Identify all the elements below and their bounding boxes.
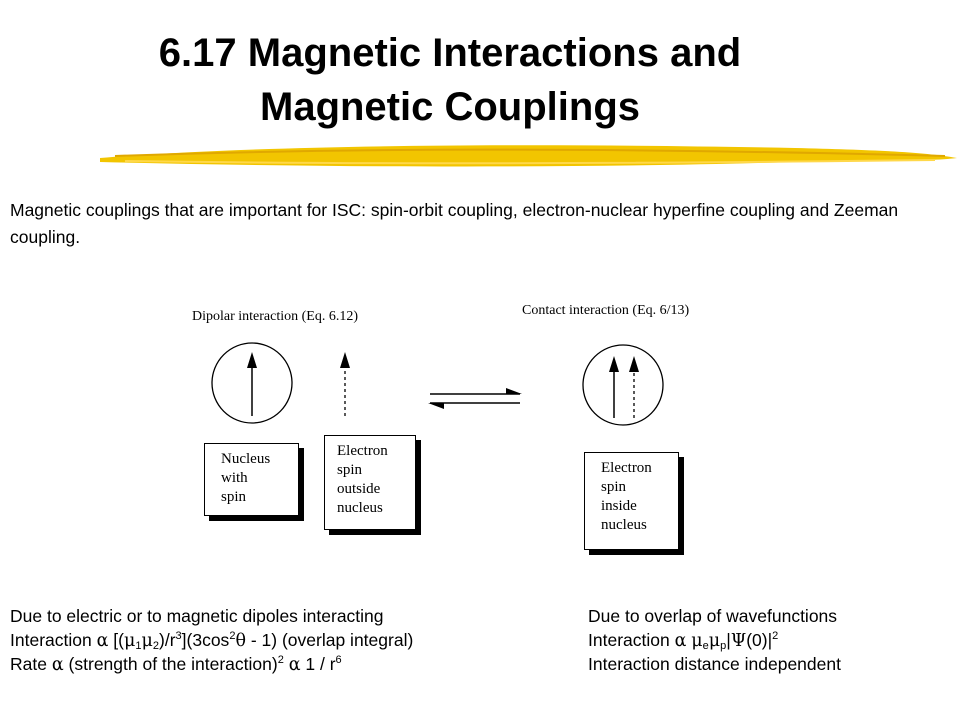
note-text: )/r bbox=[159, 629, 176, 650]
subscript: p bbox=[720, 639, 727, 652]
box-line: Electron bbox=[601, 460, 652, 476]
dipolar-interaction-label: Dipolar interaction (Eq. 6.12) bbox=[192, 309, 359, 324]
superscript: 2 bbox=[772, 629, 779, 642]
superscript: 6 bbox=[335, 654, 342, 666]
psi-symbol: Ψ bbox=[730, 630, 747, 651]
box-line: spin bbox=[337, 462, 363, 478]
equilibrium-arrows-icon bbox=[428, 388, 522, 409]
note-text: [( bbox=[113, 629, 124, 650]
contact-note-2: Interaction α μeμp|Ψ(0)|2 bbox=[588, 629, 841, 654]
contact-note-3: Interaction distance independent bbox=[588, 654, 841, 674]
note-text: | bbox=[726, 629, 731, 650]
title-underline-brushstroke bbox=[100, 145, 957, 167]
mu-symbol: μ bbox=[124, 630, 136, 651]
mu-symbol: μ bbox=[691, 630, 703, 651]
note-text: Interaction bbox=[588, 629, 670, 650]
note-text: Rate bbox=[10, 654, 47, 674]
dipolar-notes: Due to electric or to magnetic dipoles i… bbox=[10, 605, 413, 678]
box-line: spin bbox=[601, 479, 627, 495]
box-line: outside bbox=[337, 481, 381, 497]
mu-symbol: μ bbox=[141, 630, 153, 651]
note-text: (strength of the interaction) bbox=[68, 654, 278, 674]
intro-paragraph: Magnetic couplings that are important fo… bbox=[10, 200, 899, 247]
note-text: Interaction bbox=[10, 629, 92, 650]
box-line: nucleus bbox=[337, 500, 383, 516]
dipolar-note-1: Due to electric or to magnetic dipoles i… bbox=[10, 606, 384, 626]
contact-note-1: Due to overlap of wavefunctions bbox=[588, 606, 838, 626]
superscript: 3 bbox=[175, 629, 182, 642]
alpha-symbol: α bbox=[51, 655, 64, 675]
alpha-symbol: α bbox=[288, 655, 301, 675]
note-text: ](3cos bbox=[181, 629, 230, 650]
contact-interaction-label: Contact interaction (Eq. 6/13) bbox=[522, 303, 690, 318]
contact-notes: Due to overlap of wavefunctions Interact… bbox=[588, 605, 841, 677]
nucleus-circle-icon bbox=[211, 342, 293, 424]
electron-spin-outside-arrow-icon bbox=[340, 352, 350, 416]
contact-circle-icon bbox=[582, 344, 664, 426]
subscript: e bbox=[702, 639, 709, 652]
slide-title-line-2: Magnetic Couplings bbox=[260, 85, 640, 129]
subscript: 2 bbox=[152, 639, 159, 652]
mu-symbol: μ bbox=[708, 630, 721, 651]
alpha-symbol: α bbox=[674, 630, 687, 651]
box-line: Electron bbox=[337, 443, 388, 459]
box-line: spin bbox=[221, 489, 247, 505]
dipolar-note-3: Rate α (strength of the interaction)2 α … bbox=[10, 653, 413, 678]
note-text: - 1) (overlap integral) bbox=[250, 629, 414, 650]
slide-title-line-1: 6.17 Magnetic Interactions and bbox=[158, 31, 742, 75]
box-line: inside bbox=[601, 498, 637, 514]
subscript: 1 bbox=[135, 639, 142, 652]
box-line: with bbox=[221, 470, 248, 486]
note-text: (0)| bbox=[746, 629, 773, 650]
alpha-symbol: α bbox=[96, 630, 109, 651]
nucleus-with-spin-box: Nucleus with spin bbox=[204, 443, 299, 516]
box-line: nucleus bbox=[601, 517, 647, 533]
electron-spin-outside-box: Electron spin outside nucleus bbox=[324, 435, 416, 530]
theta-symbol: θ bbox=[235, 630, 246, 651]
box-line: Nucleus bbox=[221, 451, 271, 467]
superscript: 2 bbox=[277, 654, 284, 666]
note-text: 1 / r bbox=[305, 654, 336, 674]
electron-spin-inside-box: Electron spin inside nucleus bbox=[584, 452, 679, 550]
dipolar-note-2: Interaction α [(μ1μ2)/r3](3cos2θ - 1) (o… bbox=[10, 629, 413, 654]
superscript: 2 bbox=[229, 629, 236, 642]
